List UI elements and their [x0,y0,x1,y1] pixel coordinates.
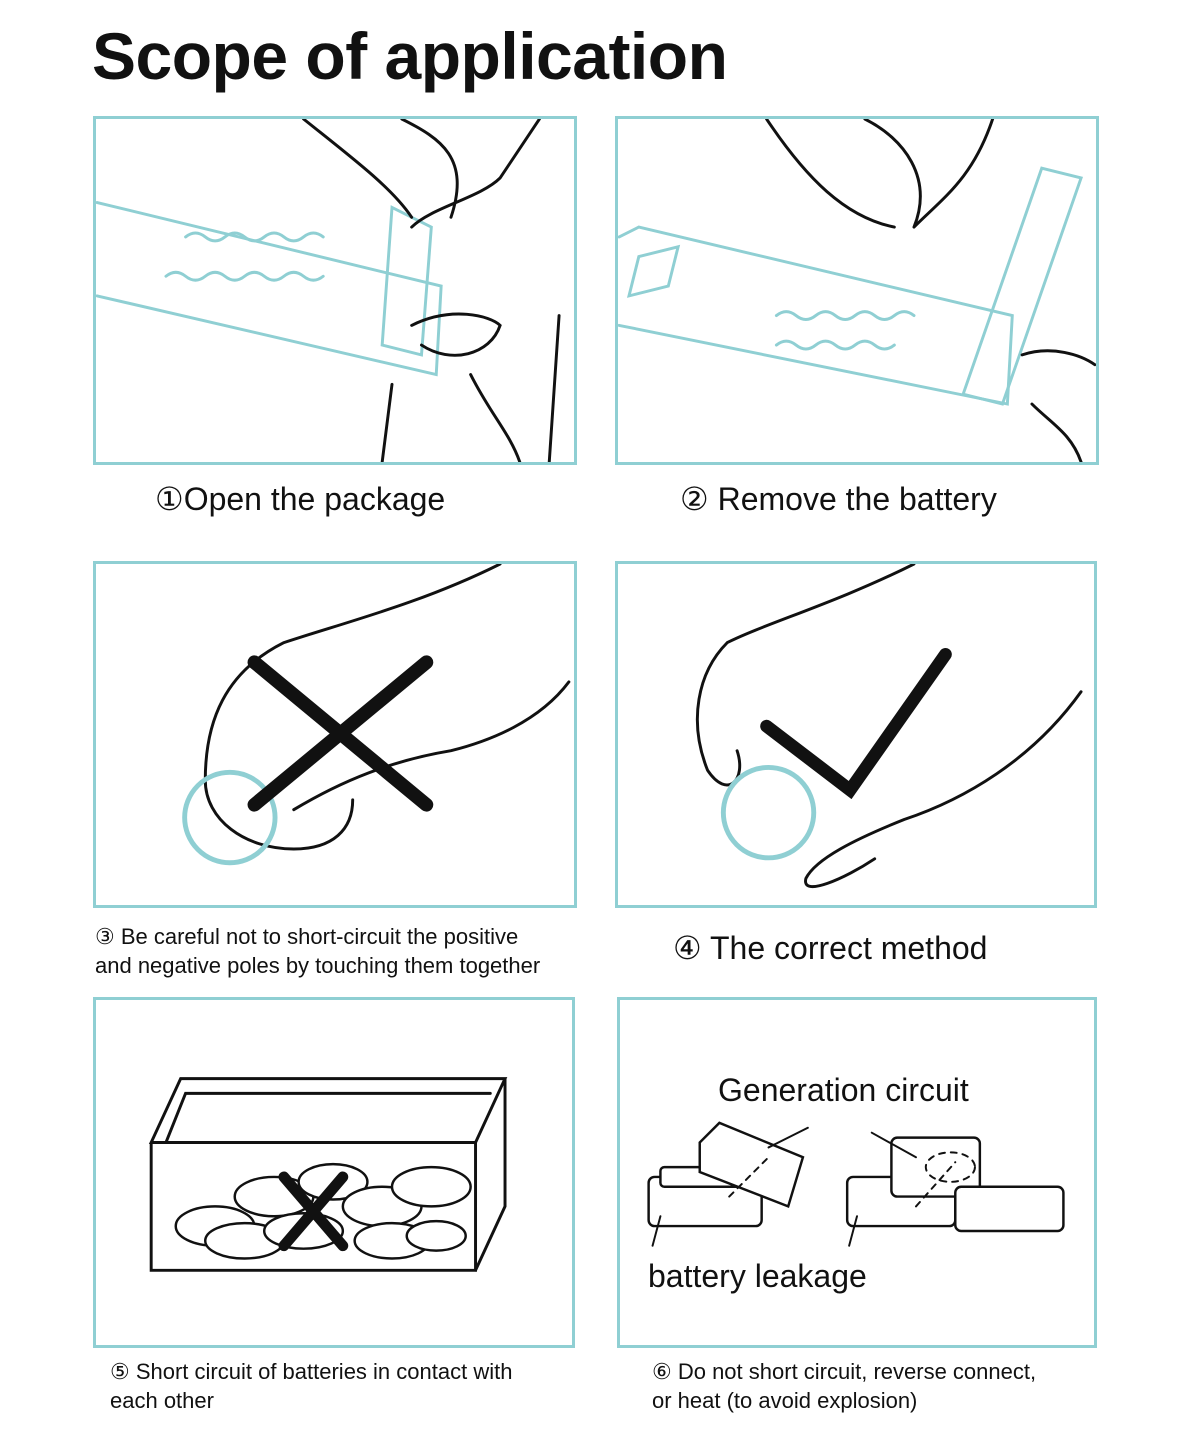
step-3-caption-line1: ③ Be careful not to short-circuit the po… [95,924,519,949]
step-4-caption: ④ The correct method [673,930,988,966]
page-title: Scope of application [92,19,728,93]
step-4-illustration [615,561,1097,908]
step-5-illustration [93,997,575,1348]
step-6-caption-line1: ⑥ Do not short circuit, reverse connect, [652,1359,1037,1384]
step-3-caption: ③ Be careful not to short-circuit the po… [95,922,540,980]
step-1-illustration [93,116,577,465]
step-6-illustration: Generation circuit battery leakage [617,997,1097,1348]
step-5-caption-line2: each other [110,1388,214,1413]
step-3-illustration [93,561,577,908]
step-1-caption: ①Open the package [155,481,446,517]
step-2-caption: ② Remove the battery [680,481,997,517]
generation-circuit-label: Generation circuit [718,1072,969,1108]
step-5-caption: ⑤ Short circuit of batteries in contact … [110,1357,512,1415]
step-2-illustration [615,116,1099,465]
step-5-caption-line1: ⑤ Short circuit of batteries in contact … [110,1359,513,1384]
step-6-caption: ⑥ Do not short circuit, reverse connect,… [652,1357,1036,1415]
battery-leakage-label: battery leakage [648,1258,867,1294]
step-6-caption-line2: or heat (to avoid explosion) [652,1388,918,1413]
step-3-caption-line2: and negative poles by touching them toge… [95,953,541,978]
